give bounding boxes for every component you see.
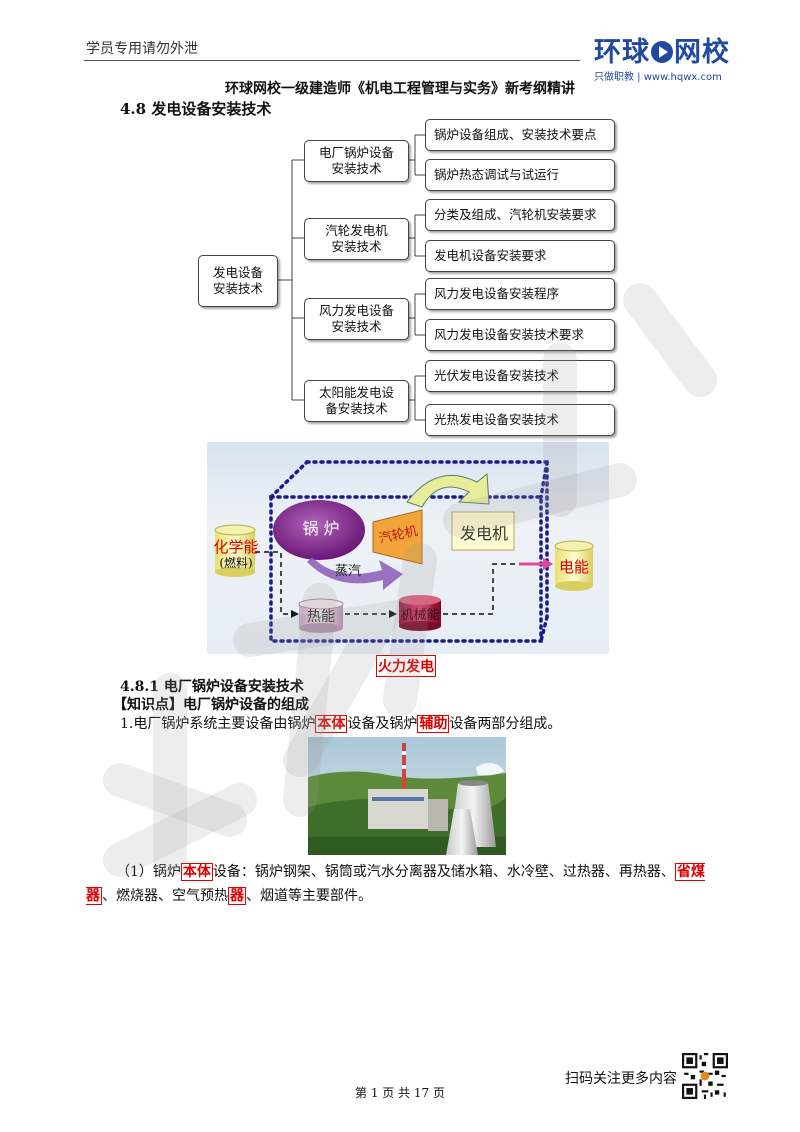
section-title: 4.8 发电设备安装技术: [120, 100, 272, 118]
mindmap-branch-boiler: 电厂锅炉设备 安装技术: [304, 140, 409, 182]
turbine-shape: [372, 509, 423, 565]
fuel-label: (燃料): [219, 556, 253, 570]
qr-code-icon: [682, 1053, 728, 1099]
mechanical-energy-label: 机械能: [400, 608, 440, 623]
paragraph-1: 1.电厂锅炉系统主要设备由锅炉本体设备及锅炉辅助设备两部分组成。: [120, 713, 561, 733]
paragraph-2: （1）锅炉本体设备：锅炉钢架、锅筒或汽水分离器及储水箱、水冷壁、过热器、再热器、…: [86, 860, 734, 908]
mindmap-leaf: 锅炉热态调试与试运行: [425, 159, 615, 191]
heat-energy-label: 热能: [307, 609, 335, 625]
mindmap-leaf: 锅炉设备组成、安装技术要点: [425, 119, 615, 151]
mindmap-root: 发电设备 安装技术: [198, 255, 278, 307]
play-icon: [651, 41, 673, 63]
thermal-power-diagram: 锅 炉 汽轮机 发电机 化学能 (燃料) 蒸汽 热能 机械能 电能: [207, 442, 609, 654]
mindmap-branch-wind: 风力发电设备 安装技术: [304, 298, 409, 340]
logo-text-a: 环球: [594, 37, 650, 68]
text: 设备两部分组成。: [449, 716, 562, 732]
mindmap-leaf: 风力发电设备安装程序: [425, 278, 615, 310]
mindmap-leaf: 发电机设备安装要求: [425, 240, 615, 272]
qr-caption: 扫码关注更多内容: [565, 1071, 677, 1087]
curved-arrow-icon: [406, 473, 490, 508]
generator-shape: [451, 511, 515, 551]
boiler-shape: [273, 500, 365, 560]
text: 1.电厂锅炉系统主要设备由锅炉: [120, 716, 316, 732]
highlight-keyword: 省煤器: [86, 863, 705, 905]
steam-arrow-icon: [307, 557, 403, 590]
mindmap-branch-turbine: 汽轮发电机 安装技术: [304, 218, 409, 260]
highlight-keyword: 器: [228, 887, 246, 905]
diagram-caption: 火力发电: [376, 655, 436, 677]
logo-slogan: 只做职教 | www.hqwx.com: [594, 72, 722, 83]
text: 设备：锅炉钢架、锅筒或汽水分离器及储水箱、水冷壁、过热器、再热器、: [212, 864, 675, 880]
power-plant-photo: [308, 737, 506, 855]
mindmap-connectors: [276, 134, 425, 421]
text: 设备及锅炉: [347, 716, 418, 732]
logo-text-b: 网校: [674, 37, 730, 68]
header-divider: [84, 60, 580, 61]
steam-label: 蒸汽: [335, 564, 362, 579]
highlight-keyword: 辅助: [417, 715, 450, 733]
document-title: 环球网校一级建造师《机电工程管理与实务》新考纲精讲: [225, 81, 575, 97]
system-boundary: [269, 460, 549, 643]
header-confidential-note: 学员专用请勿外泄: [86, 41, 198, 57]
page-number: 第 1 页 共 17 页: [355, 1086, 445, 1100]
electric-energy-label: 电能: [558, 558, 589, 576]
mindmap-branch-solar: 太阳能发电设 备安装技术: [304, 380, 409, 422]
highlight-keyword: 本体: [180, 863, 213, 881]
generator-label: 发电机: [459, 524, 508, 543]
mindmap-leaf: 光伏发电设备安装技术: [425, 360, 615, 392]
diagram-graphic: [214, 460, 594, 643]
knowledge-point-heading: 【知识点】电厂锅炉设备的组成: [113, 697, 309, 713]
highlight-keyword: 本体: [315, 715, 348, 733]
energy-flow-line: [255, 551, 537, 615]
subsection-title: 4.8.1 电厂锅炉设备安装技术: [120, 679, 304, 695]
mindmap-leaf: 分类及组成、汽轮机安装要求: [425, 199, 615, 231]
text: （1）锅炉: [116, 864, 181, 880]
text: 、烟道等主要部件。: [246, 888, 372, 904]
text: 、燃烧器、空气预热: [102, 888, 228, 904]
boiler-label: 锅 炉: [302, 519, 340, 538]
mindmap-leaf: 光热发电设备安装技术: [425, 404, 615, 436]
chemical-energy-label: 化学能: [213, 538, 259, 556]
site-logo: 环球网校 只做职教 | www.hqwx.com: [594, 30, 734, 83]
mindmap-leaf: 风力发电设备安装技术要求: [425, 319, 615, 351]
